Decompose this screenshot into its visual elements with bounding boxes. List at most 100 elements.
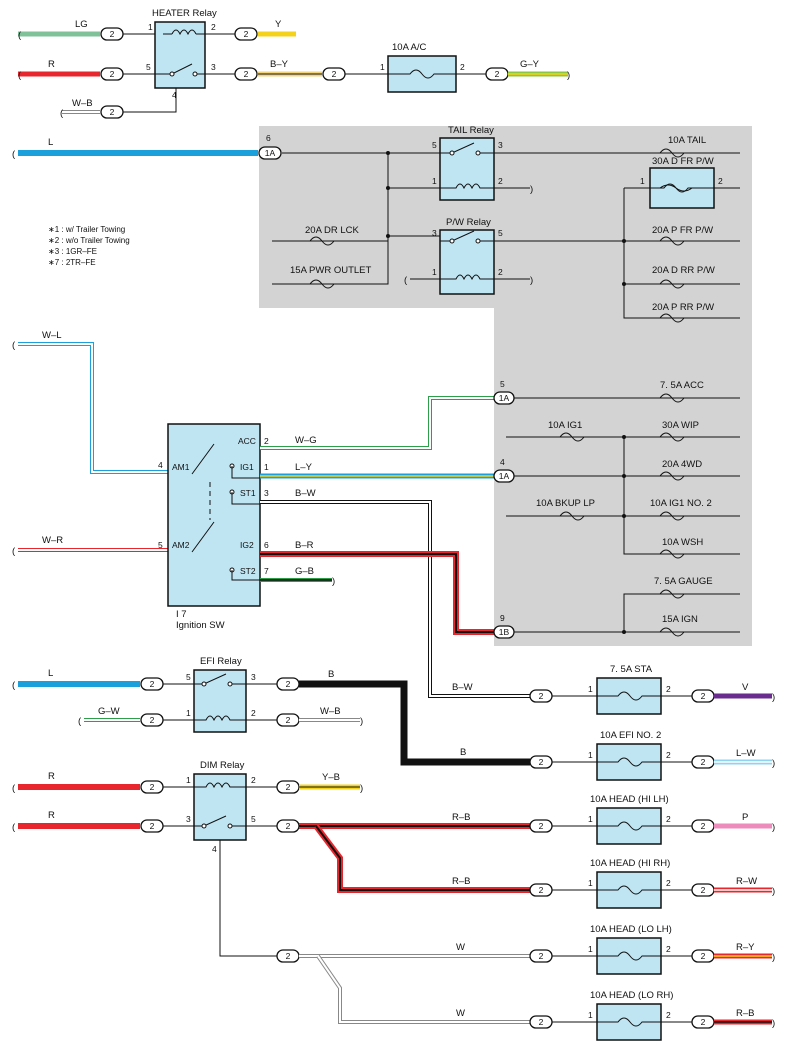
svg-text:(: ( [12,783,16,794]
pin-label: 2 [211,22,216,32]
svg-text:3: 3 [264,488,269,498]
svg-text:): ) [772,822,775,833]
svg-text:R: R [48,771,55,782]
wire-label-gb: G–B [295,566,314,577]
svg-text:∗7 : 2TR–FE: ∗7 : 2TR–FE [48,258,96,267]
svg-text:5: 5 [432,140,437,150]
svg-text:(: ( [12,680,16,691]
svg-text:10A WSH: 10A WSH [662,537,703,548]
svg-text:10A IG1 NO. 2: 10A IG1 NO. 2 [650,498,712,509]
wire-label-ly: L–Y [295,462,313,473]
heater-relay [154,21,206,89]
svg-text:5: 5 [186,672,191,682]
svg-text:10A EFI NO. 2: 10A EFI NO. 2 [600,730,661,741]
svg-text:2: 2 [666,944,671,954]
svg-text:2: 2 [539,951,544,961]
svg-text:(: ( [78,716,82,727]
svg-text:1: 1 [186,775,191,785]
svg-text:20A P RR P/W: 20A P RR P/W [652,302,714,313]
svg-text:DIM Relay: DIM Relay [200,760,245,771]
ignition-switch [167,423,261,607]
svg-text:W–B: W–B [320,706,341,717]
svg-text:2: 2 [251,775,256,785]
wire-label-l: L [48,137,53,148]
svg-text:2: 2 [286,782,291,792]
svg-text:2: 2 [460,62,465,72]
svg-text:2: 2 [666,814,671,824]
wire-label-by: B–Y [270,59,289,70]
svg-text:2: 2 [701,821,706,831]
svg-text:7. 5A STA: 7. 5A STA [610,664,653,675]
wire-label-rb: R–B [452,812,470,823]
svg-text:(: ( [12,546,16,557]
tail-relay [439,137,495,201]
fuse-label-ac: 10A A/C [392,42,426,53]
svg-text:3: 3 [186,814,191,824]
svg-text:): ) [360,716,363,727]
svg-text:1: 1 [588,1010,593,1020]
ignition-fuses: 7. 5A ACC 10A IG1 30A WIP 20A 4WD 10A BK… [506,380,740,637]
svg-text:5: 5 [498,228,503,238]
svg-text:1: 1 [588,750,593,760]
svg-text:2: 2 [495,69,500,79]
svg-text:10A TAIL: 10A TAIL [668,135,706,146]
svg-text:7. 5A GAUGE: 7. 5A GAUGE [654,576,713,587]
svg-text:R: R [48,810,55,821]
pw-relay [439,229,495,295]
wire-label-gw: G–W [98,706,120,717]
svg-text:5: 5 [251,814,256,824]
svg-text:AM2: AM2 [172,540,190,550]
wire-label-w: W [456,942,465,953]
svg-text:1: 1 [588,944,593,954]
svg-text:20A P FR P/W: 20A P FR P/W [652,225,713,236]
svg-text:2: 2 [110,107,115,117]
svg-text:1: 1 [186,708,191,718]
svg-text:2: 2 [286,679,291,689]
svg-text:9: 9 [500,613,505,623]
svg-text:): ) [360,783,363,794]
svg-text:30A WIP: 30A WIP [662,420,699,431]
svg-text:∗1 : w/ Trailer Towing: ∗1 : w/ Trailer Towing [48,225,125,234]
svg-text:1: 1 [588,878,593,888]
svg-text:L: L [48,668,53,679]
svg-text:2: 2 [666,750,671,760]
svg-text:3: 3 [432,228,437,238]
svg-text:5: 5 [158,540,163,550]
svg-text:30A D FR P/W: 30A D FR P/W [652,156,714,167]
svg-text:2: 2 [666,878,671,888]
wire-label-bw: B–W [295,488,316,499]
svg-text:1: 1 [264,462,269,472]
dim-relay-section: ( R 2 DIM Relay 1 2 2 Y–B ) ( R 2 3 5 4 … [12,760,530,1024]
svg-text:10A HEAD (HI LH): 10A HEAD (HI LH) [590,794,669,805]
svg-text:IG1: IG1 [240,462,254,472]
svg-text:(: ( [12,340,16,351]
svg-text:10A HEAD (LO LH): 10A HEAD (LO LH) [590,924,672,935]
wire-label-p: P [742,812,748,823]
svg-text:15A IGN: 15A IGN [662,614,698,625]
svg-text:2: 2 [539,757,544,767]
wire-label-gy: G–Y [520,59,540,70]
svg-text:): ) [567,70,570,81]
connector-label: 2 [244,29,249,39]
svg-text:EFI Relay: EFI Relay [200,656,242,667]
svg-text:1: 1 [380,62,385,72]
svg-text:1A: 1A [499,393,510,403]
svg-text:ST2: ST2 [240,566,256,576]
wire-label-lg: LG [75,19,88,30]
wire-label-yb: Y–B [322,772,340,783]
wire-label-wb: W–B [72,98,93,109]
wire-label-y: Y [275,19,282,30]
heater-relay-section: ( LG 2 HEATER Relay 1 2 2 Y 5 3 4 ( R 2 … [18,8,570,119]
wire-label-rw: R–W [736,876,757,887]
svg-text:6: 6 [264,540,269,550]
svg-text:2: 2 [498,176,503,186]
svg-text:2: 2 [701,885,706,895]
svg-text:P/W Relay: P/W Relay [446,217,491,228]
svg-text:2: 2 [666,1010,671,1020]
wire-bracket: ( [18,30,22,41]
svg-text:4: 4 [158,460,163,470]
svg-text:AM1: AM1 [172,462,190,472]
svg-text:2: 2 [286,821,291,831]
svg-text:2: 2 [332,69,337,79]
pin-label: 1 [148,22,153,32]
